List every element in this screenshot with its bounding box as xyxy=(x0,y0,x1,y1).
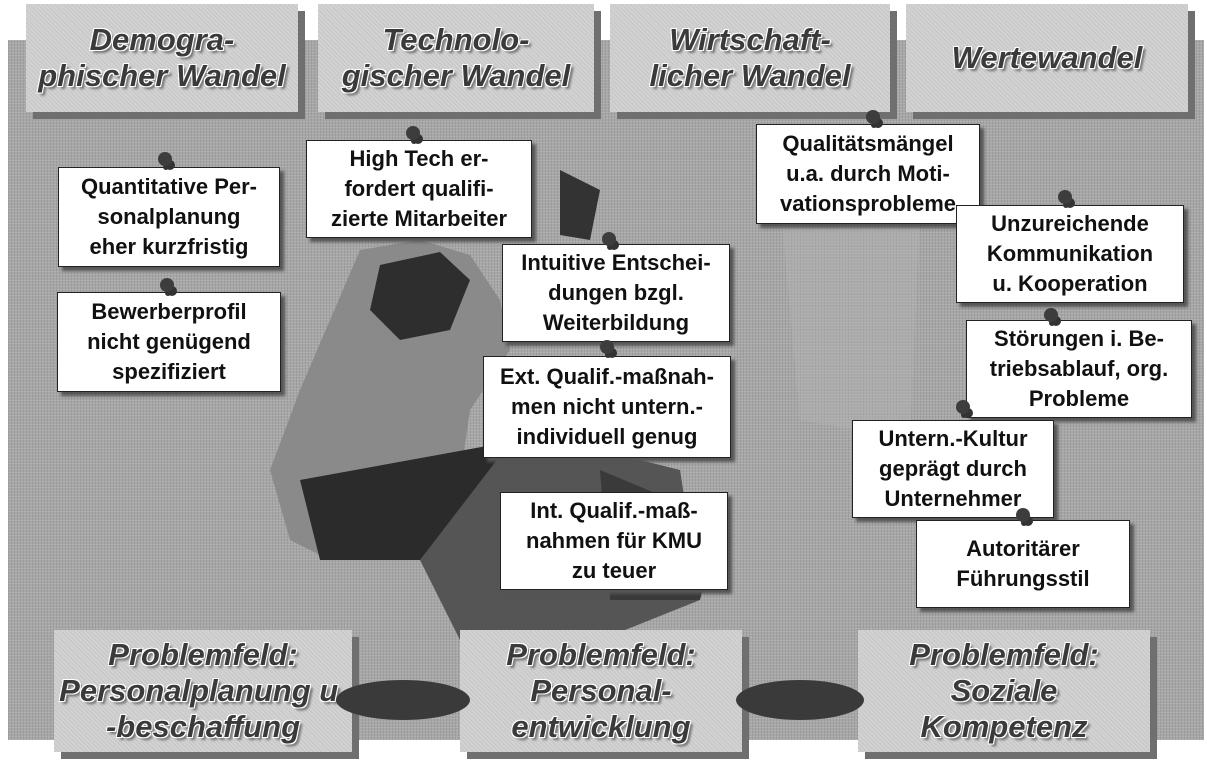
note-int-qualifikation: Int. Qualif.-maß- nahmen für KMU zu teue… xyxy=(500,492,728,590)
pushpin-icon xyxy=(602,232,616,246)
pushpin-icon xyxy=(158,152,172,166)
note-qualitaetsmaengel: Qualitätsmängel u.a. durch Moti- vations… xyxy=(756,124,980,224)
note-ext-qualifikation: Ext. Qualif.-maßnah- men nicht untern.- … xyxy=(483,356,731,458)
note-line: sonalplanung xyxy=(97,204,241,229)
connector-oval xyxy=(736,680,864,720)
footer-line: -beschaffung xyxy=(105,709,301,744)
note-line: Probleme xyxy=(1028,386,1130,411)
note-line: Untern.-Kultur xyxy=(878,426,1028,451)
pushpin-icon xyxy=(1058,190,1072,204)
header-wertewandel: Wertewandel xyxy=(906,4,1188,112)
note-autoritaerer-fuehrungsstil: Autoritärer Führungsstil xyxy=(916,520,1130,608)
note-bewerberprofil: Bewerberprofil nicht genügend spezifizie… xyxy=(57,292,281,392)
note-line: dungen bzgl. xyxy=(548,280,684,305)
note-line: individuell genug xyxy=(516,424,698,449)
note-line: u.a. durch Moti- xyxy=(786,161,950,186)
header-demographischer-wandel: Demogra- phischer Wandel xyxy=(26,4,298,112)
note-line: Störungen i. Be- xyxy=(994,326,1164,351)
footer-line: Problemfeld: xyxy=(506,637,696,672)
pushpin-icon xyxy=(160,278,174,292)
header-line: Wertewandel xyxy=(951,40,1143,75)
note-line: triebsablauf, org. xyxy=(989,356,1169,381)
note-line: Ext. Qualif.-maßnah- xyxy=(500,364,714,389)
footer-line: Personalplanung u. xyxy=(59,673,347,708)
note-line: Führungsstil xyxy=(956,566,1090,591)
header-technologischer-wandel: Technolo- gischer Wandel xyxy=(318,4,594,112)
note-line: u. Kooperation xyxy=(992,271,1148,296)
pushpin-icon xyxy=(1044,308,1058,322)
header-line: licher Wandel xyxy=(649,58,851,93)
note-line: zierte Mitarbeiter xyxy=(330,206,508,231)
note-intuitive-entscheidungen: Intuitive Entschei- dungen bzgl. Weiterb… xyxy=(502,244,730,342)
pushpin-icon xyxy=(600,340,614,354)
note-line: Unternehmer xyxy=(884,486,1022,511)
note-quantitative-personalplanung: Quantitative Per- sonalplanung eher kurz… xyxy=(58,167,280,267)
note-line: men nicht untern.- xyxy=(511,394,703,419)
header-line: Technolo- xyxy=(382,22,530,57)
note-line: Unzureichende xyxy=(991,211,1149,236)
header-line: phischer Wandel xyxy=(38,58,286,93)
connector-oval xyxy=(336,680,470,720)
note-line: Autoritärer xyxy=(966,536,1080,561)
note-line: fordert qualifi- xyxy=(344,176,494,201)
note-line: Quantitative Per- xyxy=(80,174,258,199)
footer-problemfeld-personalentwicklung: Problemfeld: Personal- entwicklung xyxy=(460,630,742,752)
note-high-tech: High Tech er- fordert qualifi- zierte Mi… xyxy=(306,140,532,238)
note-unternehmenskultur: Untern.-Kultur geprägt durch Unternehmer xyxy=(852,420,1054,518)
header-wirtschaftlicher-wandel: Wirtschaft- licher Wandel xyxy=(610,4,890,112)
header-line: Wirtschaft- xyxy=(669,22,831,57)
footer-line: Personal- xyxy=(530,673,672,708)
header-line: gischer Wandel xyxy=(341,58,571,93)
note-stoerungen-betriebsablauf: Störungen i. Be- triebsablauf, org. Prob… xyxy=(966,320,1192,418)
footer-line: Problemfeld: xyxy=(909,637,1099,672)
footer-line: Soziale xyxy=(950,673,1058,708)
footer-problemfeld-personalplanung: Problemfeld: Personalplanung u. -beschaf… xyxy=(54,630,352,752)
note-line: Int. Qualif.-maß- xyxy=(530,498,698,523)
note-line: spezifiziert xyxy=(112,359,226,384)
note-line: Bewerberprofil xyxy=(91,299,247,324)
note-line: Kommunikation xyxy=(986,241,1154,266)
note-line: Qualitätsmängel xyxy=(782,131,954,156)
note-line: nicht genügend xyxy=(87,329,251,354)
note-line: Intuitive Entschei- xyxy=(521,250,711,275)
note-line: Weiterbildung xyxy=(542,310,690,335)
note-line: High Tech er- xyxy=(349,146,489,171)
pushpin-icon xyxy=(866,110,880,124)
note-line: eher kurzfristig xyxy=(89,234,249,259)
note-unzureichende-kommunikation: Unzureichende Kommunikation u. Kooperati… xyxy=(956,205,1184,303)
note-line: vationsprobleme xyxy=(779,191,957,216)
header-line: Demogra- xyxy=(89,22,235,57)
pushpin-icon xyxy=(956,400,970,414)
note-line: zu teuer xyxy=(571,558,657,583)
note-line: nahmen für KMU xyxy=(526,528,702,553)
footer-problemfeld-soziale-kompetenz: Problemfeld: Soziale Kompetenz xyxy=(858,630,1150,752)
pushpin-icon xyxy=(406,126,420,140)
note-line: geprägt durch xyxy=(879,456,1027,481)
footer-line: Problemfeld: xyxy=(108,637,298,672)
footer-line: Kompetenz xyxy=(920,709,1088,744)
footer-line: entwicklung xyxy=(511,709,691,744)
pushpin-icon xyxy=(1016,508,1030,522)
